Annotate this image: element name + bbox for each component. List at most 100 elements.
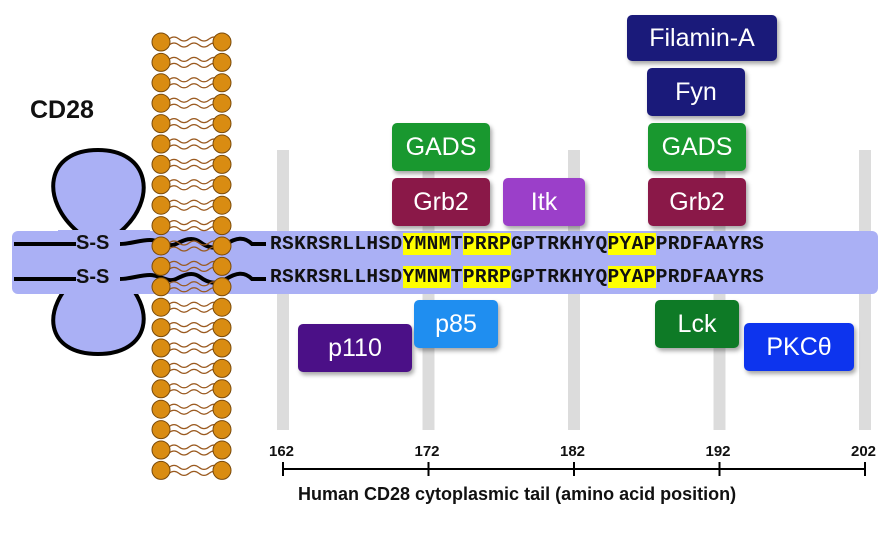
lipid-tail [168,179,220,191]
partner-pkc-theta: PKCθ [744,323,854,371]
lipid-tail [168,158,220,170]
partner-grb2-1: Grb2 [392,178,490,226]
lipid-head [212,379,232,399]
lipid-head [212,440,232,460]
lipid-head [212,236,232,256]
lipid-head [151,236,171,256]
sequence-segment-upper: T [450,233,463,255]
motif-ymnm-lower: YMNM [402,266,451,288]
motif-pyap-upper: PYAP [607,233,656,255]
partner-filamin-a: Filamin-A [627,15,777,61]
motif-ymnm-upper: YMNM [402,233,451,255]
lipid-head [151,460,171,480]
sequence-segment-upper: RSKRSRLLHSD [270,233,403,255]
lipid-tail [168,240,220,252]
motif-pyap-lower: PYAP [607,266,656,288]
lipid-head [151,73,171,93]
sequence-segment-upper: GPTRKHYQ [511,233,608,255]
lipid-head [212,256,232,276]
lipid-tail [168,342,220,354]
partner-itk: Itk [503,178,585,226]
lipid-head [212,297,232,317]
sequence-segment-lower: T [450,266,463,288]
lipid-head [151,399,171,419]
partner-fyn: Fyn [647,68,745,116]
lipid-head [151,52,171,72]
lipid-head [212,460,232,480]
lipid-tail [168,322,220,334]
lipid-head [151,358,171,378]
lipid-head [212,154,232,174]
lipid-head [212,399,232,419]
lipid-head [212,52,232,72]
partner-lck: Lck [655,300,739,348]
tick-label-202: 202 [851,443,877,460]
lipid-tail [168,199,220,211]
lipid-head [212,420,232,440]
lipid-head [151,134,171,154]
lipid-tail [168,118,220,130]
lipid-tail [168,220,220,232]
lipid-head [212,195,232,215]
tick-label-182: 182 [560,443,586,460]
tick-label-172: 172 [414,443,440,460]
lipid-head [212,175,232,195]
extracellular-lobe-lower [51,274,146,357]
lipid-head [151,154,171,174]
lipid-head [151,32,171,52]
lipid-head [151,175,171,195]
lipid-head [151,93,171,113]
lipid-tail [168,36,220,48]
partner-p85: p85 [414,300,498,348]
chain-upper-wave [119,236,266,250]
lipid-tail [168,77,220,89]
lipid-head [151,256,171,276]
lipid-tail [168,383,220,395]
lipid-tail [168,424,220,436]
motif-prrp-lower: PRRP [462,266,512,288]
lipid-tail [168,138,220,150]
lipid-head [151,379,171,399]
lipid-head [151,318,171,338]
sequence-segment-lower: GPTRKHYQ [511,266,608,288]
lipid-head [212,114,232,134]
lipid-tail [168,56,220,68]
partner-gads-1: GADS [392,123,490,171]
lipid-head [151,277,171,297]
lipid-head [212,73,232,93]
extracellular-lobe-upper [51,147,146,234]
lipid-tail [168,97,220,109]
chain-lower-wave [119,271,266,285]
lipid-head [212,134,232,154]
lipid-tail [168,464,220,476]
sequence-segment-lower: PRDFAAYRS [655,266,765,288]
sequence-segment-upper: PRDFAAYRS [655,233,765,255]
cd28-chains [14,236,266,285]
lipid-head [212,277,232,297]
lipid-head [212,32,232,52]
lipid-tail [168,362,220,374]
tick-label-162: 162 [269,443,295,460]
lipid-head [151,216,171,236]
lipid-head [151,114,171,134]
sequence-strand-upper: RSKRSRLLHSDYMNMTPRRPGPTRKHYQPYAPPRDFAAYR… [270,233,764,255]
motif-prrp-upper: PRRP [462,233,512,255]
lipid-head [212,216,232,236]
lipid-tail [168,301,220,313]
sequence-strand-lower: RSKRSRLLHSDYMNMTPRRPGPTRKHYQPYAPPRDFAAYR… [270,266,764,288]
lipid-tail [168,260,220,272]
disulfide-bond-upper: S-S [76,232,110,254]
disulfide-bond-lower: S-S [76,266,110,288]
protein-label: CD28 [30,96,94,124]
partner-gads-2: GADS [648,123,746,171]
sequence-segment-lower: RSKRSRLLHSD [270,266,403,288]
lipid-tail [168,444,220,456]
lipid-head [151,195,171,215]
lipid-head [212,318,232,338]
lipid-bilayer [151,32,232,480]
tick-label-192: 192 [705,443,731,460]
lipid-head [212,338,232,358]
lipid-head [151,420,171,440]
